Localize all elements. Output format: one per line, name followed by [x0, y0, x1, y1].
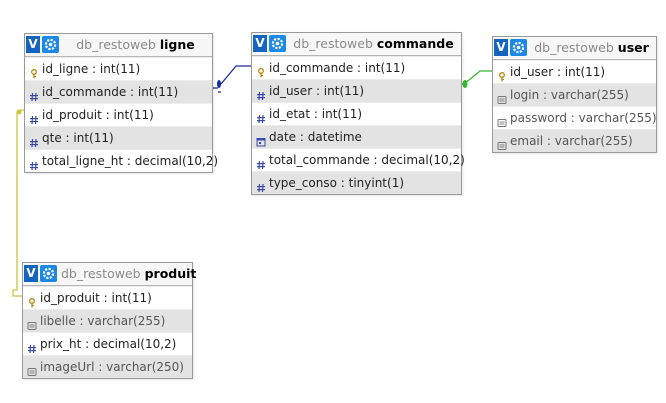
toggle-columns-button[interactable]: V: [253, 35, 267, 52]
column-label: type_conso : tinyint(1): [269, 176, 405, 190]
column-row[interactable]: id_ligne : int(11): [25, 57, 212, 80]
column-row[interactable]: date : datetime: [252, 125, 461, 148]
gear-icon[interactable]: [269, 35, 286, 52]
relation-commande-user[interactable]: [460, 70, 492, 88]
table-header: V db_restoweb user: [493, 37, 656, 60]
column-row[interactable]: email : varchar(255): [493, 129, 656, 152]
gear-icon[interactable]: [40, 265, 57, 282]
numeric-type-icon: [256, 86, 266, 101]
table-ligne[interactable]: V db_restoweb ligne id_ligne : int(11)id…: [24, 33, 218, 173]
toggle-columns-button[interactable]: V: [494, 39, 508, 56]
table-header: V db_restoweb commande: [252, 33, 461, 56]
column-label: imageUrl : varchar(250): [40, 360, 184, 374]
toggle-columns-button[interactable]: V: [26, 36, 40, 53]
table-user[interactable]: V db_restoweb user id_user : int(11) logi…: [492, 36, 657, 153]
key-icon: [27, 293, 37, 308]
numeric-type-icon: [256, 178, 266, 193]
column-row[interactable]: libelle : varchar(255): [23, 309, 192, 332]
table-name: produit: [144, 266, 197, 281]
column-label: total_ligne_ht : decimal(10,2): [42, 154, 219, 168]
column-row[interactable]: total_commande : decimal(10,2): [252, 148, 465, 171]
table-commande[interactable]: V db_restoweb commande id_commande : int…: [251, 32, 465, 195]
column-label: date : datetime: [269, 130, 362, 144]
column-label: id_commande : int(11): [42, 85, 179, 99]
text-type-icon: [497, 113, 507, 127]
column-row[interactable]: id_commande : int(11): [252, 56, 461, 79]
relation-endpoint-dot: [462, 80, 468, 88]
column-row[interactable]: type_conso : tinyint(1): [252, 171, 461, 194]
key-icon: [497, 67, 507, 82]
column-list: id_produit : int(11) libelle : varchar(25…: [23, 286, 192, 378]
key-icon: [256, 63, 266, 78]
column-label: qte : int(11): [42, 131, 114, 145]
table-title[interactable]: db_restoweb ligne: [63, 34, 208, 56]
table-title[interactable]: db_restoweb user: [531, 37, 652, 59]
key-icon: [29, 64, 39, 79]
text-type-icon: [497, 90, 507, 104]
column-label: id_produit : int(11): [40, 291, 152, 305]
gear-icon[interactable]: [42, 36, 59, 53]
column-label: id_produit : int(11): [42, 108, 154, 122]
database-name: db_restoweb: [534, 40, 614, 55]
table-title[interactable]: db_restoweb produit: [61, 263, 196, 285]
table-title[interactable]: db_restoweb commande: [290, 33, 457, 55]
numeric-type-icon: [29, 87, 39, 102]
column-label: login : varchar(255): [510, 88, 629, 102]
numeric-type-icon: [29, 133, 39, 148]
table-header: V db_restoweb produit: [23, 263, 196, 286]
numeric-type-icon: [29, 110, 39, 125]
column-row[interactable]: id_user : int(11): [493, 60, 656, 83]
column-row[interactable]: password : varchar(255): [493, 106, 657, 129]
column-list: id_user : int(11) login : varchar(255) pas…: [493, 60, 657, 152]
database-name: db_restoweb: [293, 36, 373, 51]
date-type-icon: [256, 132, 266, 147]
text-type-icon: [27, 362, 37, 376]
column-label: libelle : varchar(255): [40, 314, 166, 328]
numeric-type-icon: [256, 155, 266, 170]
column-row[interactable]: imageUrl : varchar(250): [23, 355, 192, 378]
column-label: total_commande : decimal(10,2): [269, 153, 465, 167]
column-label: id_ligne : int(11): [42, 62, 141, 76]
relation-ligne-commande[interactable]: [211, 65, 251, 93]
table-produit[interactable]: V db_restoweb produit id_produit : int(1…: [22, 262, 196, 379]
relation-endpoint-dot: [217, 80, 221, 88]
relation-endpoint-dot: [16, 109, 22, 115]
column-row[interactable]: id_user : int(11): [252, 79, 461, 102]
text-type-icon: [497, 136, 507, 150]
column-list: id_commande : int(11) id_user : int(11) id…: [252, 56, 465, 194]
column-label: password : varchar(255): [510, 111, 657, 125]
database-name: db_restoweb: [76, 37, 156, 52]
column-label: prix_ht : decimal(10,2): [40, 337, 177, 351]
database-name: db_restoweb: [61, 266, 141, 281]
column-row[interactable]: id_etat : int(11): [252, 102, 461, 125]
numeric-type-icon: [27, 339, 37, 354]
table-name: user: [617, 40, 649, 55]
column-row[interactable]: id_produit : int(11): [23, 286, 192, 309]
column-row[interactable]: login : varchar(255): [493, 83, 656, 106]
toggle-columns-button[interactable]: V: [24, 265, 38, 282]
text-type-icon: [27, 316, 37, 330]
column-label: id_user : int(11): [269, 84, 365, 98]
table-name: ligne: [159, 37, 195, 52]
table-name: commande: [376, 36, 454, 51]
gear-icon[interactable]: [510, 39, 527, 56]
table-header: V db_restoweb ligne: [25, 34, 212, 57]
column-row[interactable]: id_produit : int(11): [25, 103, 212, 126]
column-row[interactable]: total_ligne_ht : decimal(10,2): [25, 149, 218, 172]
numeric-type-icon: [256, 109, 266, 124]
column-row[interactable]: qte : int(11): [25, 126, 212, 149]
column-row[interactable]: prix_ht : decimal(10,2): [23, 332, 192, 355]
column-label: id_commande : int(11): [269, 61, 406, 75]
column-label: id_etat : int(11): [269, 107, 363, 121]
numeric-type-icon: [29, 156, 39, 171]
column-row[interactable]: id_commande : int(11): [25, 80, 212, 103]
column-list: id_ligne : int(11) id_commande : int(11) i…: [25, 57, 218, 172]
column-label: email : varchar(255): [510, 134, 633, 148]
column-label: id_user : int(11): [510, 65, 606, 79]
